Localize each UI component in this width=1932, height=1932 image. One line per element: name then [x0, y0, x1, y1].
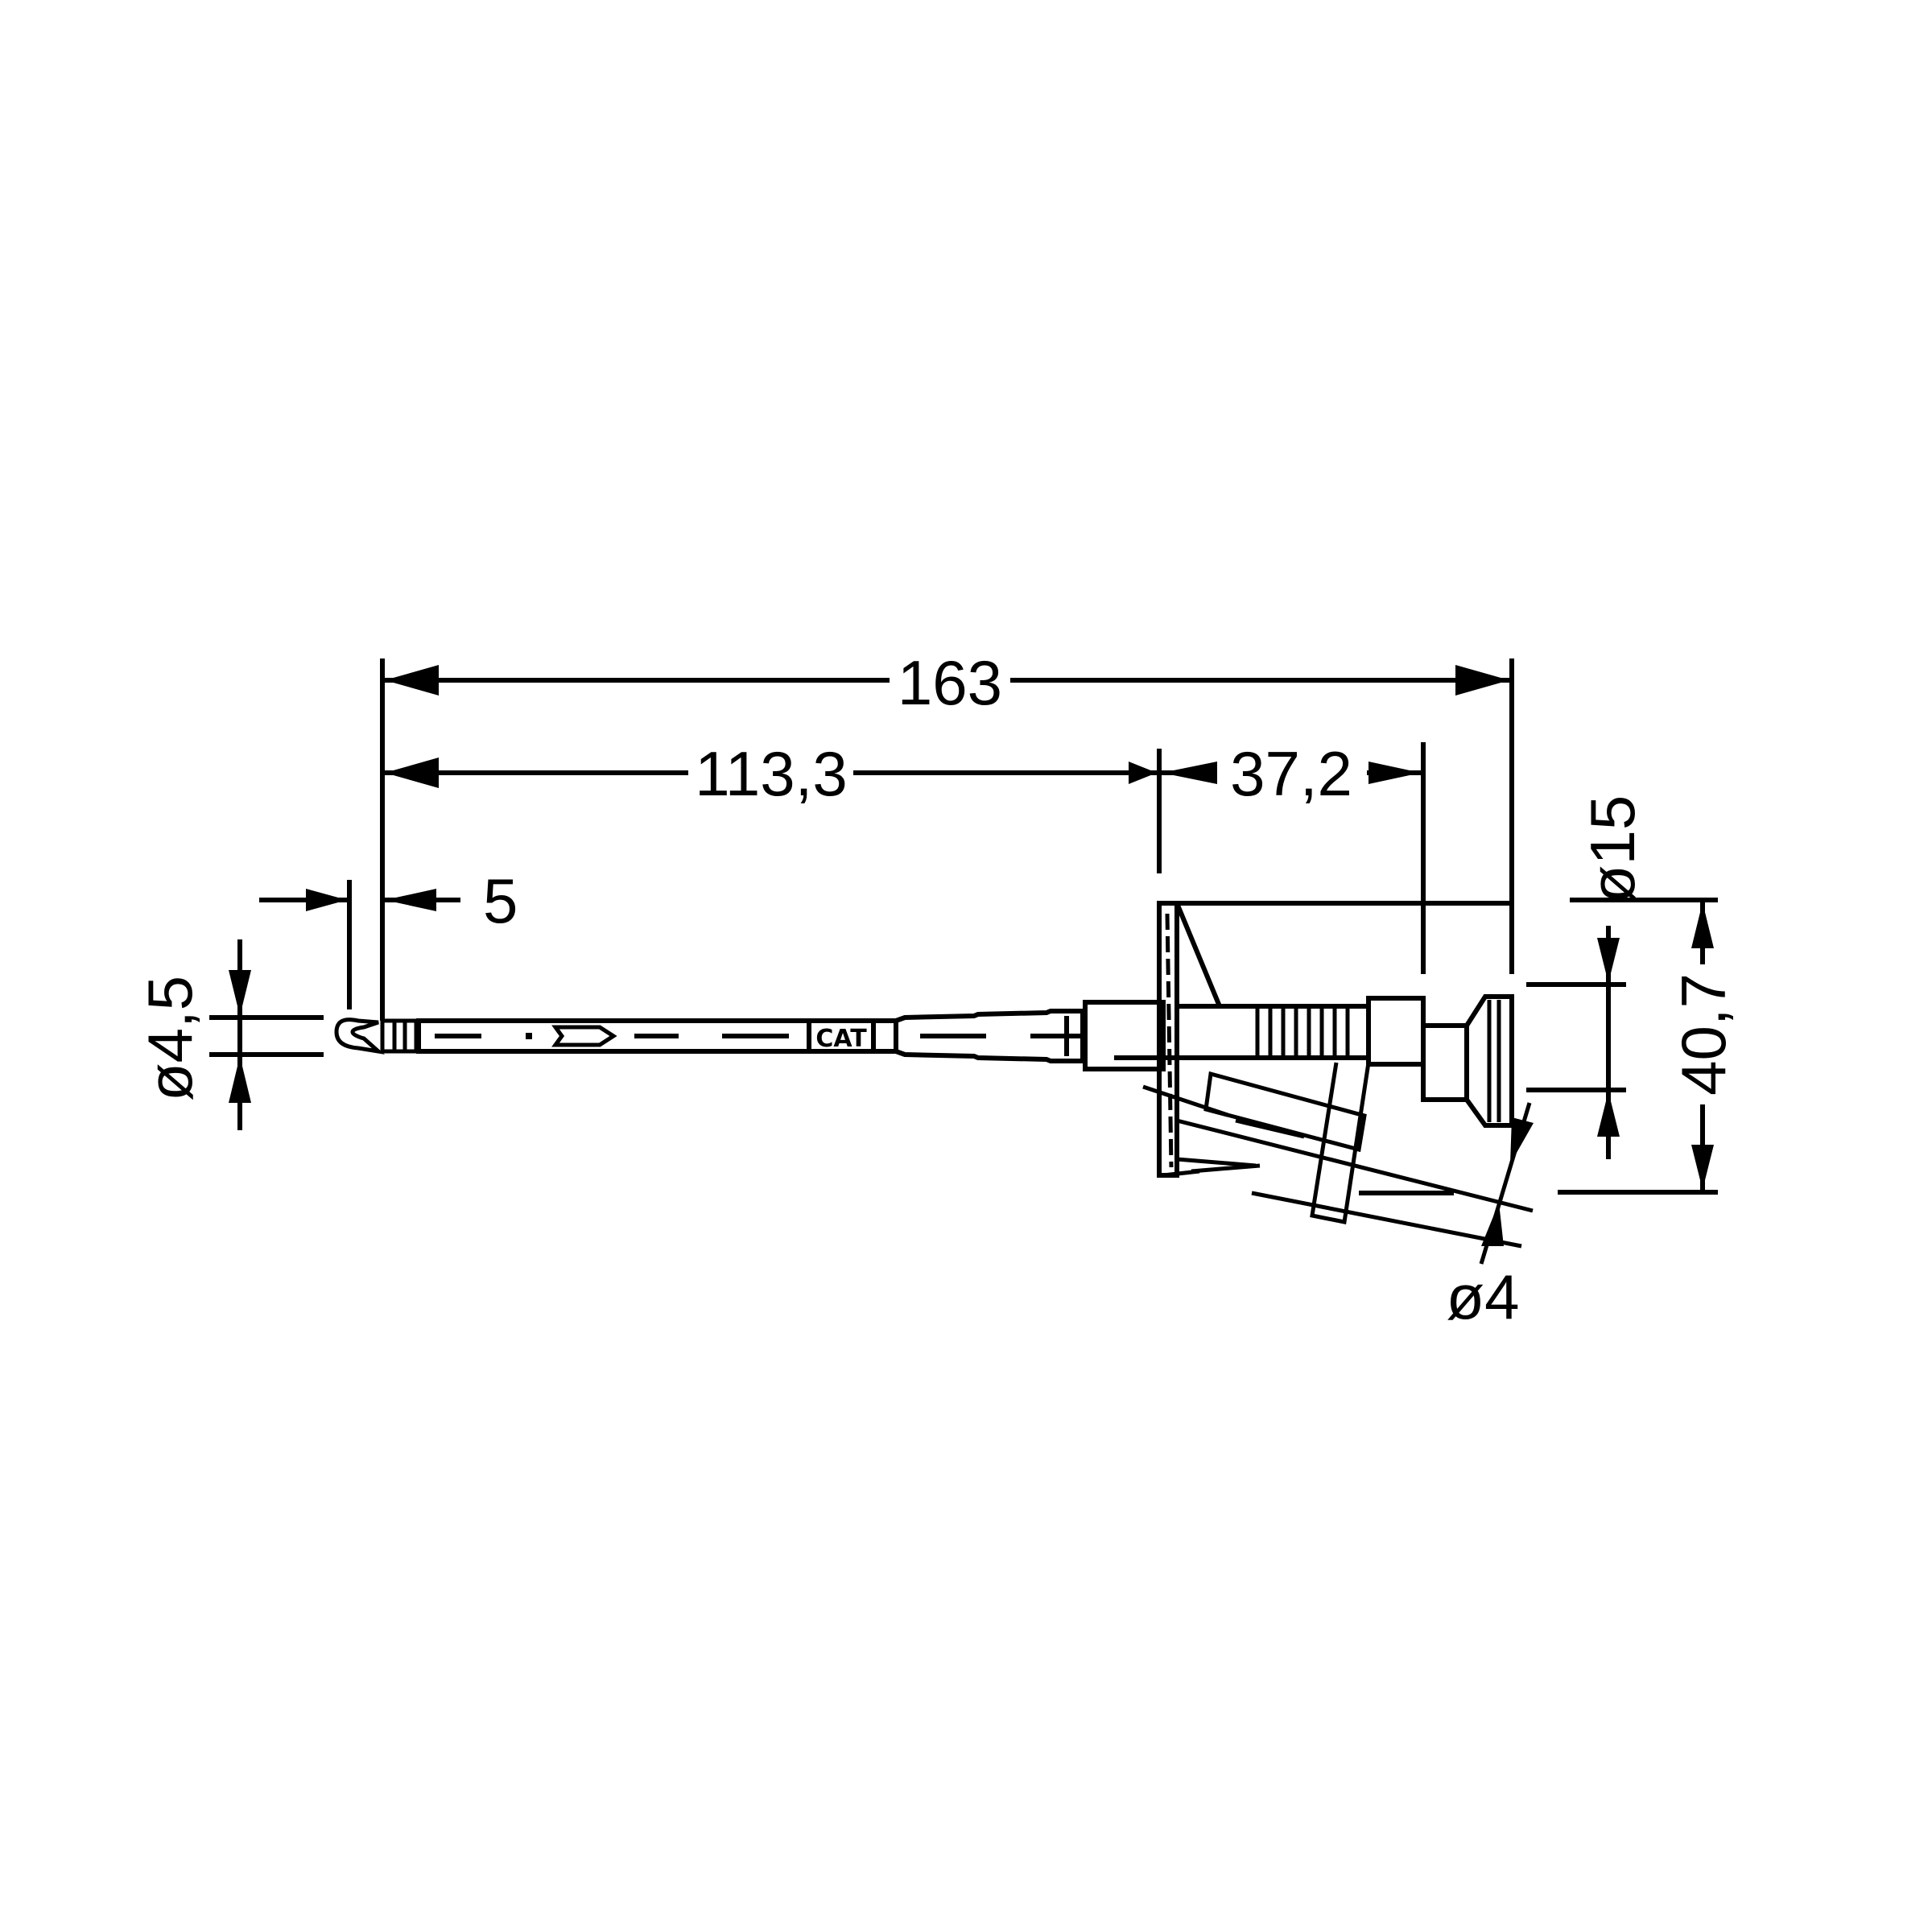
- knurl-ribs: [1255, 1006, 1350, 1058]
- dimension-tip-length: 5: [259, 865, 518, 1009]
- dim-163-label: 163: [898, 647, 1002, 718]
- dim-15-label: ø15: [1577, 795, 1648, 903]
- probe-hook-tip: [334, 1018, 419, 1055]
- dimension-socket-diameter: ø4: [1446, 1102, 1534, 1332]
- dimension-head-diameter: ø15: [1526, 795, 1648, 1159]
- probe-head: [1083, 901, 1534, 1249]
- dim-5-label: 5: [483, 865, 518, 936]
- dimension-overall-length: 163: [380, 647, 1514, 1021]
- shaft-marking: CAT: [815, 1025, 867, 1053]
- dim-37-label: 37,2: [1230, 738, 1352, 809]
- dimension-overall-height: 40,7: [1558, 898, 1739, 1195]
- dim-4-5-label: ø4,5: [134, 976, 205, 1101]
- angled-socket: [1142, 1062, 1534, 1249]
- dim-4-label: ø4: [1446, 1261, 1519, 1332]
- dim-40-7-label: 40,7: [1668, 973, 1739, 1096]
- dimension-body-length: 37,2: [1159, 738, 1426, 974]
- dimension-shaft-length: 113,3: [382, 738, 1162, 873]
- dim-113-label: 113,3: [695, 738, 847, 809]
- dimension-tip-diameter: ø4,5: [134, 939, 324, 1130]
- probe-shaft: CAT: [416, 1009, 1085, 1063]
